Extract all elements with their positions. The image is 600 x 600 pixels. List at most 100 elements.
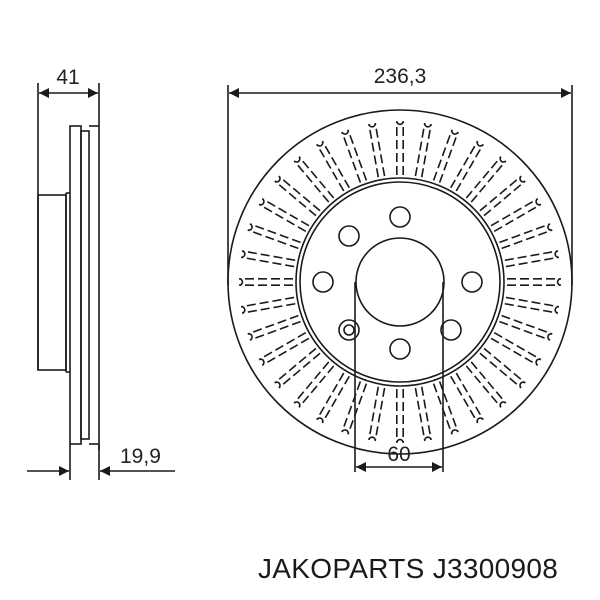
vane-edge [374,122,386,177]
profile-plate-inner [69,125,82,445]
vane-edge [420,124,432,178]
vane-cap [247,223,253,231]
bolt-hole-icon [389,338,411,360]
vane-edge [483,347,526,384]
vane-cap [476,140,484,147]
hub-ring-outer [295,177,505,387]
vane-cap [556,278,561,286]
vane-edge [501,314,553,335]
vane-edge [240,296,295,308]
vane-edge [504,302,558,314]
vane-edge [316,143,345,192]
vane-cap [451,429,459,435]
dimension-label-236-3: 236,3 [374,65,427,88]
vane-edge [274,180,317,217]
vane-edge [479,175,522,212]
vane-edge [347,383,368,435]
dimension-diameter: 236,3 [227,65,573,285]
vane-edge [261,198,310,227]
vane-cap [554,305,560,314]
vane-cap [240,305,246,314]
vane-edge [450,375,479,424]
vane-edge [499,320,551,341]
vane-edge [505,256,560,268]
vane-edge [316,372,345,421]
brand-name: JAKOPARTS [258,553,425,584]
vane-cap [293,401,301,408]
part-caption: JAKOPARTS J3300908 [258,553,558,585]
cooling-vanes [239,121,561,443]
vane-edge [490,337,539,366]
dimension-center-bore: 60 [354,282,444,472]
vane-edge [321,140,350,189]
vane-edge [249,223,301,244]
vane-cap [239,278,244,286]
vane-edge [347,129,368,181]
vane-cap [519,381,526,389]
dimension-overall-thickness: 41 [39,66,98,98]
vane-edge [293,361,330,404]
vane-cap [535,358,542,366]
vane-edge [455,143,484,192]
vane-edge [501,229,553,250]
vane-cap [247,333,253,341]
vane-edge [465,156,502,199]
bolt-hole-icon [440,319,462,341]
dimension-min-thickness: 19,9 [27,445,175,476]
vane-cap [341,129,349,135]
vane-edge [242,302,296,314]
vane-edge [450,140,479,189]
vane-cap [423,122,432,128]
dimension-label-19-9: 19,9 [120,445,161,468]
vane-cap [240,250,246,259]
vane-cap [519,175,526,183]
vane-edge [414,122,426,177]
vane-cap [423,436,432,442]
vane-edge [438,131,459,183]
vane-edge [493,332,542,361]
profile-vane-gap [80,130,90,440]
vane-edge [247,314,299,335]
vane-cap [499,156,507,163]
vane-edge [321,375,350,424]
vane-edge [368,124,380,178]
vane-edge [490,198,539,227]
vane-edge [470,361,507,404]
vane-edge [432,129,453,181]
vane-cap [499,401,507,408]
vane-edge [420,386,432,440]
vane-cap [274,381,281,389]
vane-cap [316,140,324,147]
bolt-hole-icon [312,271,334,293]
dimension-label-41: 41 [56,66,79,89]
vane-cap [535,198,542,206]
vane-cap [274,175,281,183]
vane-cap [258,358,265,366]
vane-edge [505,296,560,308]
vane-edge [483,180,526,217]
vane-edge [261,337,310,366]
vane-edge [374,387,386,442]
vane-edge [258,203,307,232]
vane-edge [249,320,301,341]
vane-edge [499,223,551,244]
vane-edge [298,365,335,408]
vane-cap [368,122,377,128]
vane-edge [247,229,299,250]
vane-edge [242,250,296,262]
vane-cap [316,417,324,424]
vane-cap [368,436,377,442]
vane-edge [240,256,295,268]
bolt-hole-icon [338,225,360,247]
vane-edge [493,203,542,232]
dimension-label-60: 60 [387,443,410,466]
vane-edge [293,160,330,203]
vane-edge [278,352,321,389]
bolt-holes [312,206,483,360]
vane-cap [554,250,560,259]
vane-cap [396,438,404,443]
bolt-hole-icon [461,271,483,293]
vane-cap [258,198,265,206]
vane-cap [451,129,459,135]
